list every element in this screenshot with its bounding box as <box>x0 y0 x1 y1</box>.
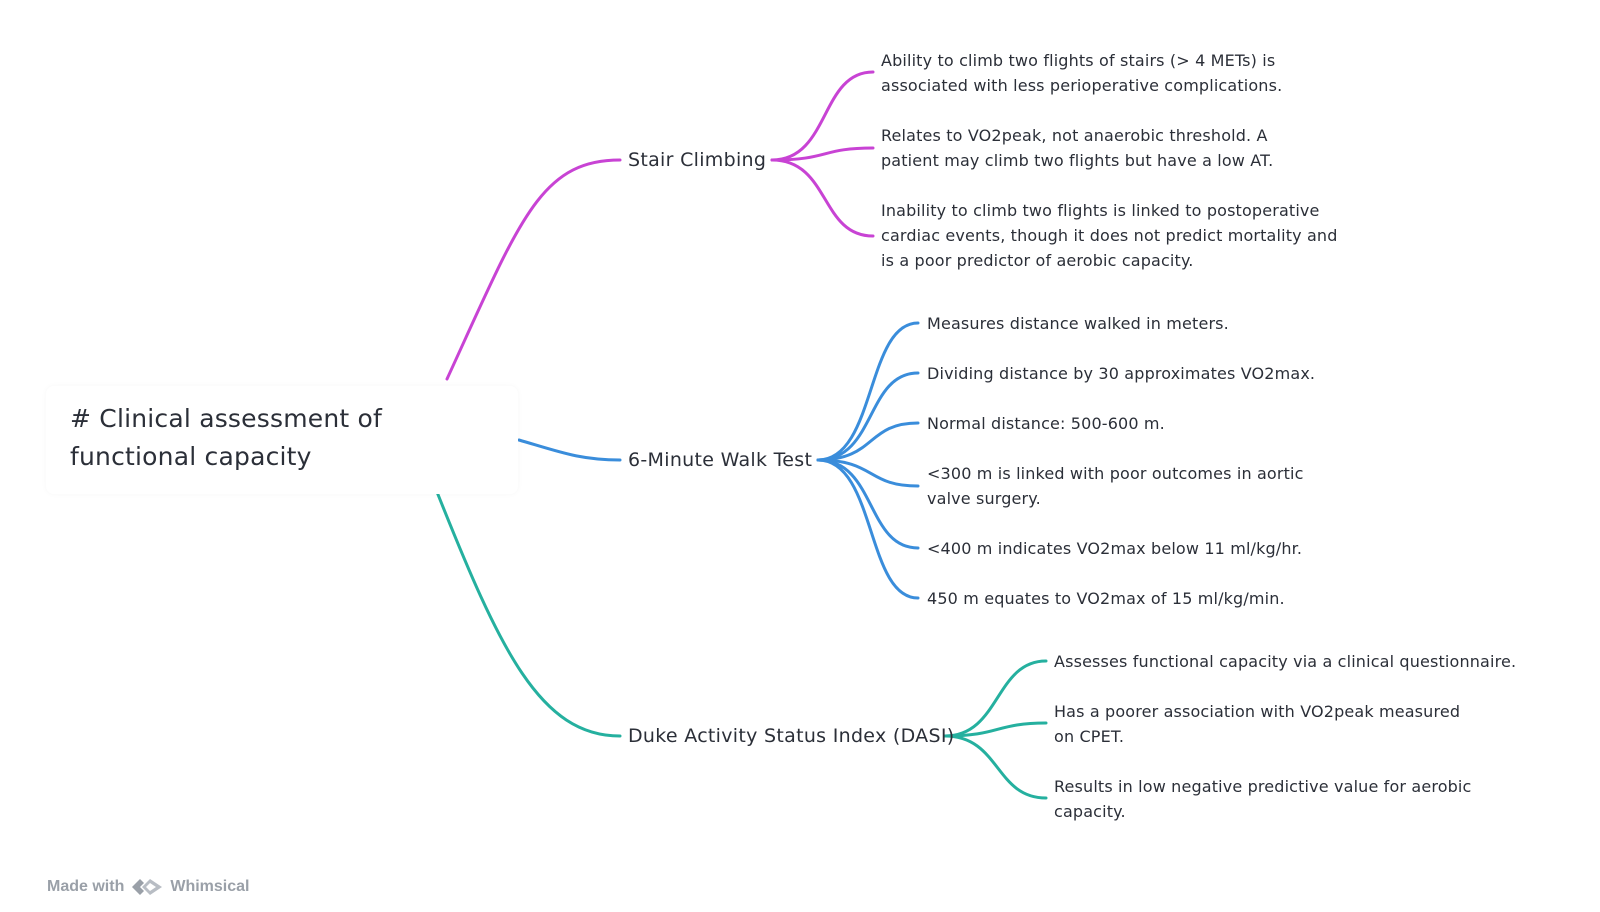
leaf-dasi-3[interactable]: Results in low negative predictive value… <box>1054 777 1472 821</box>
made-with-whimsical[interactable]: Made with Whimsical <box>47 875 249 899</box>
link-walk-5 <box>816 458 920 550</box>
root-node[interactable]: # Clinical assessment of functional capa… <box>46 386 518 494</box>
link-stair-1 <box>770 70 875 162</box>
link-walk-1 <box>816 321 920 462</box>
branch-stair-climbing[interactable]: Stair Climbing <box>628 149 767 171</box>
link-stair-2 <box>770 146 875 162</box>
link-root-stair <box>445 158 622 381</box>
whimsical-brand-label: Whimsical <box>170 878 250 895</box>
leaf-walk-5[interactable]: <400 m indicates VO2max below 11 ml/kg/h… <box>927 539 1303 558</box>
leaf-stair-2[interactable]: Relates to VO2peak, not anaerobic thresh… <box>881 126 1274 170</box>
leaf-stair-3[interactable]: Inability to climb two flights is linked… <box>881 201 1338 270</box>
leaf-stair-1[interactable]: Ability to climb two flights of stairs (… <box>881 51 1283 95</box>
link-walk-2 <box>816 371 920 462</box>
branch-dasi[interactable]: Duke Activity Status Index (DASI) <box>628 725 955 747</box>
whimsical-logo-icon <box>130 876 164 898</box>
made-with-label: Made with <box>47 878 125 895</box>
root-title: # Clinical assessment of functional capa… <box>70 404 383 471</box>
link-dasi-1 <box>943 659 1048 738</box>
link-stair-3 <box>770 158 875 238</box>
leaf-walk-2[interactable]: Dividing distance by 30 approximates VO2… <box>927 364 1316 383</box>
link-walk-4 <box>816 458 920 488</box>
branch-6-minute-walk-test[interactable]: 6-Minute Walk Test <box>628 449 813 471</box>
leaf-walk-4[interactable]: <300 m is linked with poor outcomes in a… <box>927 464 1304 508</box>
link-root-walk <box>517 438 622 462</box>
link-dasi-3 <box>943 734 1048 800</box>
leaf-walk-6[interactable]: 450 m equates to VO2max of 15 ml/kg/min. <box>927 589 1285 608</box>
leaf-walk-3[interactable]: Normal distance: 500-600 m. <box>927 414 1165 433</box>
leaf-walk-1[interactable]: Measures distance walked in meters. <box>927 314 1229 333</box>
link-dasi-2 <box>943 721 1048 738</box>
link-root-dasi <box>435 490 622 738</box>
leaf-dasi-2[interactable]: Has a poorer association with VO2peak me… <box>1054 702 1461 746</box>
link-walk-3 <box>816 421 920 462</box>
link-walk-6 <box>816 458 920 600</box>
leaf-dasi-1[interactable]: Assesses functional capacity via a clini… <box>1054 652 1517 671</box>
